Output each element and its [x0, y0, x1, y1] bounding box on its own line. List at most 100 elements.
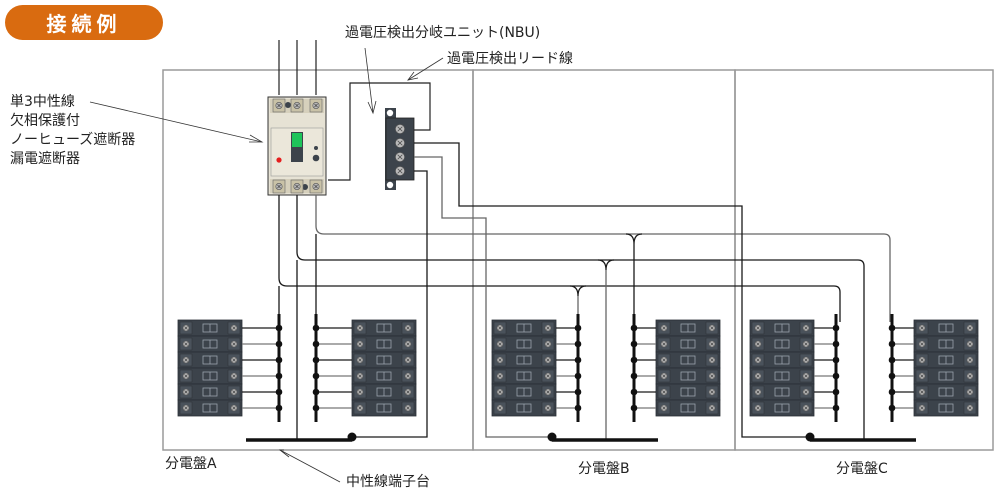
- terminal-screw-icon: [293, 102, 301, 110]
- example-badge: 接続例: [5, 5, 163, 40]
- branch-breaker: [491, 351, 582, 369]
- neutral-leader: [279, 449, 341, 483]
- terminal-screw-icon: [754, 388, 762, 396]
- breaker-label-line-4: 漏電遮断器: [10, 151, 80, 167]
- breaker-leader: [89, 101, 263, 143]
- nbu-out-b: [414, 156, 552, 438]
- lead-wire-label: 過電圧検出リード線: [447, 51, 573, 67]
- branch-breaker: [312, 351, 417, 369]
- terminal-screw-icon: [356, 372, 364, 380]
- breaker-bank-a-right: [312, 314, 417, 422]
- lead-wire-leader-arrow: [407, 71, 419, 81]
- nbu-connection-dot-c: [805, 432, 815, 442]
- terminal-screw-icon: [708, 404, 716, 412]
- branch-breaker: [630, 351, 721, 369]
- terminal-screw-icon: [802, 340, 810, 348]
- terminal-screw-icon: [496, 356, 504, 364]
- terminal-screw-icon: [275, 102, 283, 110]
- terminal-screw-icon: [660, 324, 668, 332]
- nbu-terminal-screw-icon: [395, 124, 405, 134]
- branch-breaker: [491, 319, 582, 337]
- branch-breaker: [177, 351, 283, 369]
- branch-breaker: [749, 383, 840, 401]
- terminal-screw-icon: [544, 324, 552, 332]
- branch-breaker: [630, 383, 721, 401]
- branch-breaker: [177, 367, 283, 385]
- main-breaker: [267, 96, 327, 196]
- terminal-screw-icon: [182, 324, 190, 332]
- terminal-screw-icon: [708, 372, 716, 380]
- terminal-screw-icon: [754, 340, 762, 348]
- breaker-bank-b-left: [491, 314, 582, 422]
- terminal-screw-icon: [230, 372, 238, 380]
- terminal-screw-icon: [802, 404, 810, 412]
- terminal-screw-icon: [182, 356, 190, 364]
- terminal-screw-icon: [404, 324, 412, 332]
- breaker-bank-c-left: [749, 314, 840, 422]
- breaker-leader-arrow: [249, 134, 264, 143]
- breaker-bank-c-right: [888, 314, 979, 422]
- terminal-screw-icon: [754, 404, 762, 412]
- nbu-leader-arrow: [367, 100, 377, 115]
- terminal-screw-icon: [496, 404, 504, 412]
- neutral-leader-arrow: [278, 449, 290, 458]
- terminal-screw-icon: [918, 340, 926, 348]
- terminal-screw-icon: [275, 183, 283, 191]
- terminal-screw-icon: [544, 388, 552, 396]
- terminal-screw-icon: [404, 356, 412, 364]
- terminal-screw-icon: [660, 372, 668, 380]
- terminal-screw-icon: [496, 340, 504, 348]
- branch-breaker: [312, 319, 417, 337]
- branch-breaker: [888, 383, 979, 401]
- terminal-screw-icon: [918, 404, 926, 412]
- terminal-screw-icon: [966, 404, 974, 412]
- terminal-screw-icon: [230, 356, 238, 364]
- terminal-screw-icon: [802, 372, 810, 380]
- branch-breaker: [312, 335, 417, 353]
- terminal-screw-icon: [356, 388, 364, 396]
- lead-wire-leader: [407, 57, 444, 81]
- branch-breaker: [888, 335, 979, 353]
- terminal-screw-icon: [230, 324, 238, 332]
- branch-breaker: [491, 399, 582, 417]
- terminal-screw-icon: [708, 388, 716, 396]
- branch-breaker: [888, 319, 979, 337]
- terminal-screw-icon: [544, 340, 552, 348]
- terminal-screw-icon: [544, 404, 552, 412]
- terminal-screw-icon: [404, 404, 412, 412]
- panel-a-label: 分電盤A: [165, 456, 217, 472]
- phase-wire-L1: [278, 195, 841, 322]
- branch-breaker: [749, 351, 840, 369]
- terminal-screw-icon: [754, 356, 762, 364]
- main-breaker-indicator: [292, 133, 302, 147]
- terminal-screw-icon: [404, 340, 412, 348]
- terminal-screw-icon: [708, 324, 716, 332]
- terminal-screw-icon: [918, 372, 926, 380]
- branch-breaker: [312, 399, 417, 417]
- terminal-screw-icon: [293, 183, 301, 191]
- nbu-leader: [364, 47, 374, 114]
- branch-breaker: [491, 367, 582, 385]
- breaker-label-line-2: 欠相保護付: [10, 113, 80, 129]
- tap-b3: [625, 233, 643, 245]
- terminal-screw-icon: [356, 356, 364, 364]
- terminal-screw-icon: [356, 324, 364, 332]
- branch-breaker: [630, 335, 721, 353]
- terminal-screw-icon: [754, 372, 762, 380]
- trip-indicator-red: [276, 157, 282, 163]
- terminal-screw-icon: [356, 340, 364, 348]
- nbu-label: 過電圧検出分岐ユニット(NBU): [345, 25, 541, 41]
- panel-b-label: 分電盤B: [578, 461, 630, 477]
- terminal-screw-icon: [660, 356, 668, 364]
- terminal-screw-icon: [966, 340, 974, 348]
- breaker-bank-b-right: [630, 314, 721, 422]
- phase-wire-N: [296, 195, 865, 322]
- terminal-screw-icon: [918, 324, 926, 332]
- branch-breaker: [630, 399, 721, 417]
- terminal-screw-icon: [802, 356, 810, 364]
- supply-wires: [278, 40, 317, 95]
- nbu-out-a: [352, 170, 428, 438]
- terminal-screw-icon: [496, 324, 504, 332]
- breaker-label-line-1: 単3中性線: [10, 94, 75, 110]
- branch-breaker: [888, 351, 979, 369]
